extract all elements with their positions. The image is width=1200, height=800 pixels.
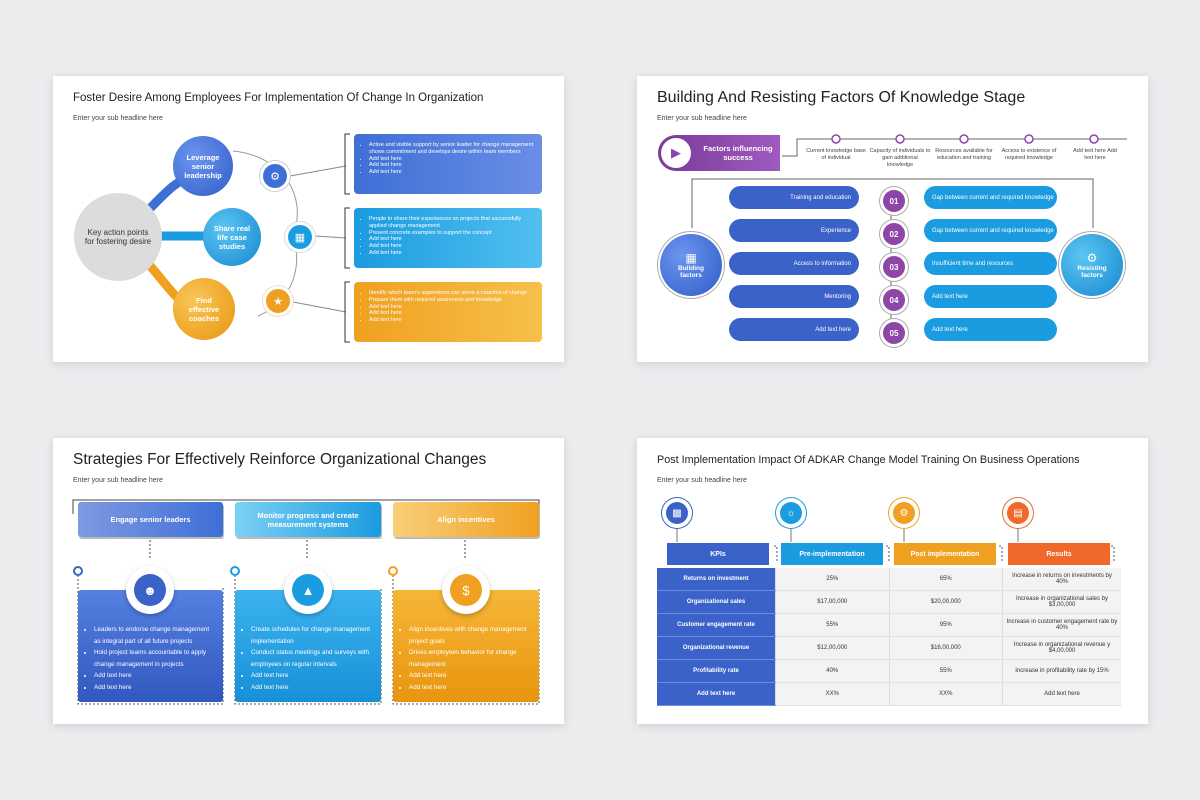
slide-adkar-impact[interactable]: Post Implementation Impact Of ADKAR Chan… xyxy=(637,438,1148,724)
influencing-factor: Add text here Add text here xyxy=(1073,148,1117,161)
team-icon: ☻ xyxy=(126,566,174,614)
post-value: 65% xyxy=(888,568,1003,591)
pre-value: $17,00,000 xyxy=(775,590,889,614)
row-number: 03 xyxy=(880,253,908,281)
building-factor-2: Experience xyxy=(729,219,859,242)
table-row: Returns on investment 25% 65% Increase i… xyxy=(657,568,1121,591)
slide-subtitle: Enter your sub headline here xyxy=(73,115,163,122)
center-label: Key action points for fostering desire xyxy=(84,228,152,246)
influencing-factor: Access to existence of required knowledg… xyxy=(1001,148,1057,161)
result-value: Increase in customer engagement rate by … xyxy=(1002,613,1121,637)
slide-title: Foster Desire Among Employees For Implem… xyxy=(73,92,484,104)
node-find-effective-coaches[interactable]: Find effective coaches xyxy=(173,278,235,340)
post-value: $16,00,000 xyxy=(888,636,1003,660)
influencing-factor: Resources available for education and tr… xyxy=(935,148,993,161)
result-value: Add text here xyxy=(1002,682,1121,706)
resisting-factor-3: Insufficient time and resources xyxy=(924,252,1057,275)
resisting-factor-4: Add text here xyxy=(924,285,1057,308)
table-row: Profitability rate 40% 55% Increase in p… xyxy=(657,659,1121,683)
building-factor-1: Training and education xyxy=(729,186,859,209)
result-value: Increase in organizational sales by $3,0… xyxy=(1002,590,1121,614)
incentive-icon: $ xyxy=(442,566,490,614)
strategy-heading-1: Engage senior leaders xyxy=(78,502,223,537)
coach-icon: ★ xyxy=(263,286,293,316)
kpi-name: Customer engagement rate xyxy=(657,613,776,637)
building-icon: ▦ xyxy=(685,251,697,265)
text-box-leadership: Active and visible support by senior lea… xyxy=(354,134,542,194)
gears-icon: ⚙ xyxy=(889,498,919,528)
building-factor-5: Add text here xyxy=(729,318,859,341)
kpi-name: Returns on investment xyxy=(657,568,776,591)
row-number: 04 xyxy=(880,286,908,314)
slide-foster-desire[interactable]: Foster Desire Among Employees For Implem… xyxy=(53,76,564,362)
post-value: 95% xyxy=(888,613,1003,637)
table-row: Add text here XX% XX% Add text here xyxy=(657,682,1121,706)
post-value: XX% xyxy=(888,682,1003,706)
monitor-icon: ▩ xyxy=(662,498,692,528)
kpi-name: Profitability rate xyxy=(657,659,776,683)
pre-value: 55% xyxy=(775,613,889,637)
row-number: 01 xyxy=(880,187,908,215)
resisting-factor-2: Gap between current and required knowled… xyxy=(924,219,1057,242)
connector-lines xyxy=(72,499,540,705)
header-results: Results xyxy=(1008,543,1110,565)
header-kpis: KPIs xyxy=(667,543,769,565)
resisting-factor-1: Gap between current and required knowled… xyxy=(924,186,1057,209)
kpi-name: Organizational revenue xyxy=(657,636,776,660)
kpi-name: Add text here xyxy=(657,682,776,706)
result-value: Increase in profitability rate by 15% xyxy=(1002,659,1121,683)
resisting-factors-circle: ⚙ Resisting factors xyxy=(1061,234,1123,296)
slide-subtitle: Enter your sub headline here xyxy=(73,477,163,484)
resisting-factor-5: Add text here xyxy=(924,318,1057,341)
post-value: 55% xyxy=(888,659,1003,683)
building-factors-circle: ▦ Building factors xyxy=(660,234,722,296)
connector-lines xyxy=(676,527,1115,562)
document-icon: ▤ xyxy=(1003,498,1033,528)
header-post-implementation: Post implementation xyxy=(894,543,996,565)
node-leverage-senior-leadership[interactable]: Leverage senior leadership xyxy=(173,136,233,196)
text-box-coaches: Identify which team's supervisors can se… xyxy=(354,282,542,342)
runner-icon: ▶ xyxy=(661,138,691,168)
influencing-factor: Current knowledge base of individual xyxy=(806,148,866,161)
kpi-name: Organizational sales xyxy=(657,590,776,614)
building-factor-3: Access to information xyxy=(729,252,859,275)
building-factor-4: Mentoring xyxy=(729,285,859,308)
slide-title: Post Implementation Impact Of ADKAR Chan… xyxy=(657,454,1080,466)
result-value: Increase in organizational revenue y $4,… xyxy=(1002,636,1121,660)
row-number: 02 xyxy=(880,220,908,248)
factors-influencing-badge: ▶ Factors influencing success xyxy=(658,135,780,171)
pre-value: $12,00,000 xyxy=(775,636,889,660)
table-row: Customer engagement rate 55% 95% Increas… xyxy=(657,613,1121,637)
gear-icon: ⚙ xyxy=(1086,251,1098,265)
slide-title: Strategies For Effectively Reinforce Org… xyxy=(73,451,487,468)
pre-value: XX% xyxy=(775,682,889,706)
header-pre-implementation: Pre-implementation xyxy=(781,543,883,565)
strategy-heading-3: Align incentives xyxy=(393,502,539,537)
slide-subtitle: Enter your sub headline here xyxy=(657,115,747,122)
table-row: Organizational sales $17,00,000 $20,00,0… xyxy=(657,590,1121,614)
slide-knowledge-factors[interactable]: Building And Resisting Factors Of Knowle… xyxy=(637,76,1148,362)
result-value: Increase in returns on investments by 40… xyxy=(1002,568,1121,591)
slide-title: Building And Resisting Factors Of Knowle… xyxy=(657,89,1026,106)
node-share-case-studies[interactable]: Share real life case studies xyxy=(203,208,261,266)
growth-chart-icon: ▲ xyxy=(284,566,332,614)
row-number: 05 xyxy=(880,319,908,347)
center-circle: Key action points for fostering desire xyxy=(74,193,162,281)
case-study-icon: ▦ xyxy=(285,222,315,252)
slide-reinforce-strategies[interactable]: Strategies For Effectively Reinforce Org… xyxy=(53,438,564,724)
table-row: Organizational revenue $12,00,000 $16,00… xyxy=(657,636,1121,660)
pre-value: 40% xyxy=(775,659,889,683)
pre-value: 25% xyxy=(775,568,889,591)
presentation-icon: ⚙ xyxy=(260,161,290,191)
text-box-case-studies: People to share their experiences on pro… xyxy=(354,208,542,268)
slide-subtitle: Enter your sub headline here xyxy=(657,477,747,484)
post-value: $20,00,000 xyxy=(888,590,1003,614)
strategy-heading-2: Monitor progress and create measurement … xyxy=(235,502,381,537)
kpi-table: Returns on investment 25% 65% Increase i… xyxy=(657,568,1121,706)
influencing-factor: Capacity of individuals to gain addition… xyxy=(869,148,931,168)
lightbulb-icon: ☼ xyxy=(776,498,806,528)
